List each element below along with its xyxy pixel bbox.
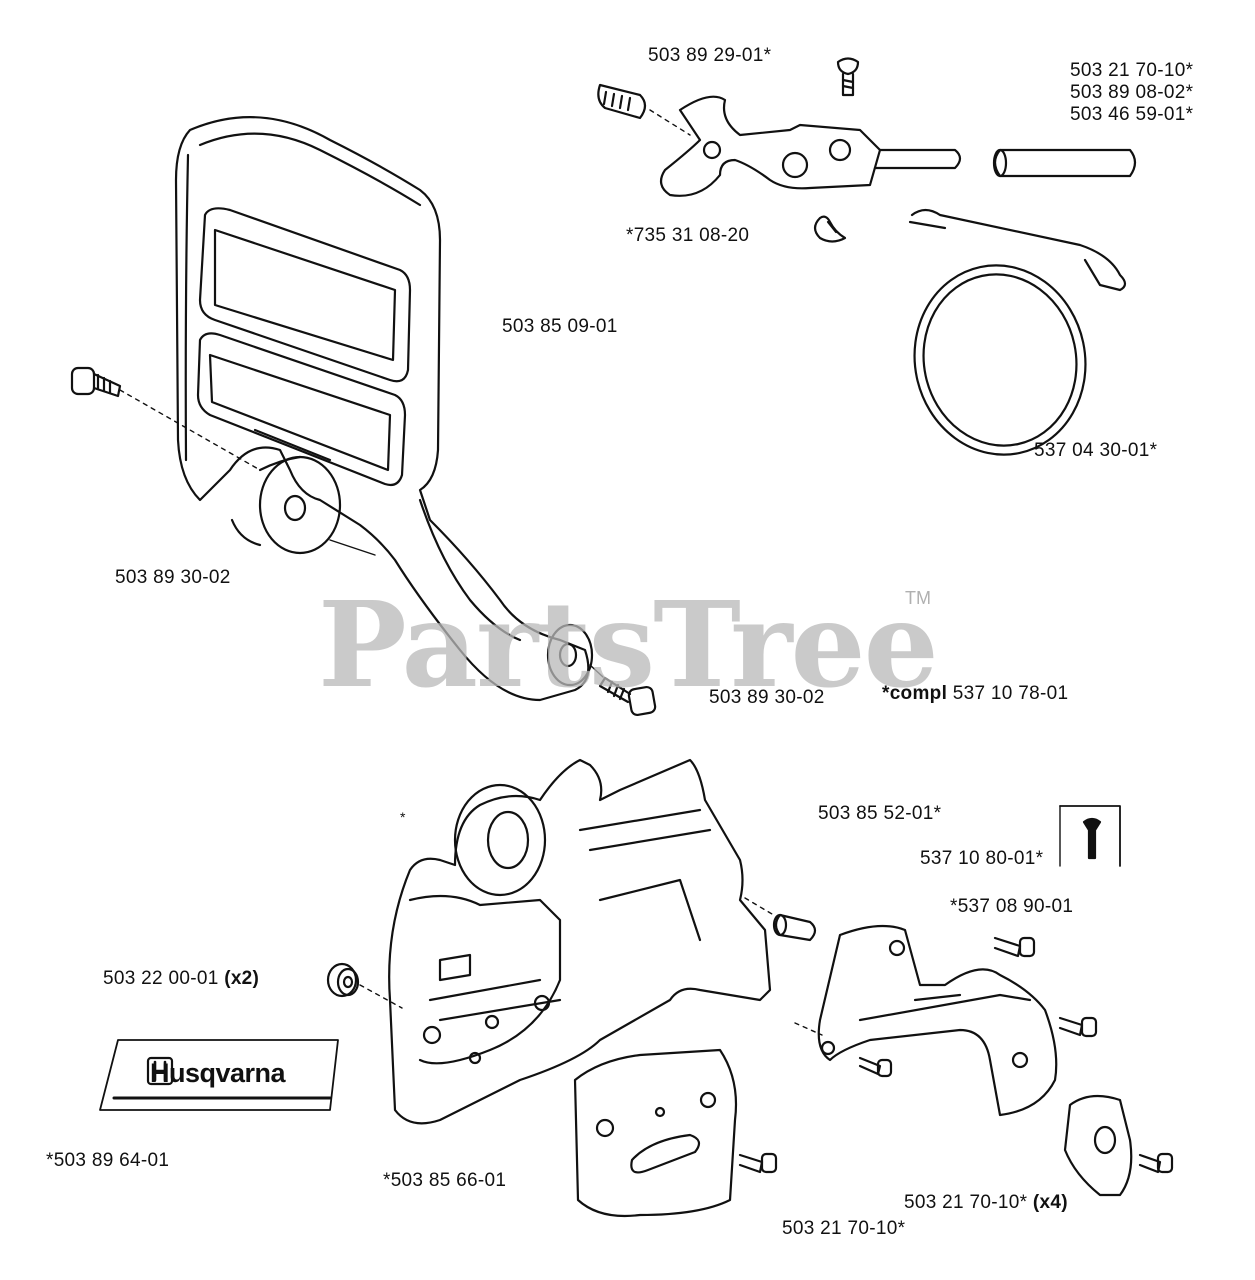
label-screw-x4-number: 503 21 70-10* [904, 1192, 1028, 1213]
label-lever-clip: *735 31 08-20 [626, 225, 750, 246]
label-sleeve-2: 503 89 08-02* [1070, 82, 1194, 103]
brake-band [908, 208, 1127, 456]
label-bolt-left: 503 89 30-02 [115, 567, 231, 588]
label-brake-band: 537 04 30-01* [1034, 440, 1158, 461]
screw-3 [858, 1056, 893, 1078]
guide-plate [573, 1048, 738, 1218]
decal-box [99, 1039, 339, 1111]
label-front-guard: 503 85 09-01 [502, 316, 618, 337]
front-hand-guard [70, 116, 657, 717]
label-stray-asterisk: * [400, 809, 406, 825]
label-screw-x4-qty: (x4) [1032, 1192, 1068, 1213]
label-compl-number: 537 10 78-01 [952, 683, 1069, 704]
screw-2 [1058, 1016, 1098, 1038]
label-washer-qty: (x2) [224, 968, 260, 989]
label-washer: 503 22 00-01 (x2) [103, 968, 259, 990]
clutch-cover [326, 758, 817, 1125]
label-sleeve-3: 503 46 59-01* [1070, 104, 1194, 125]
trademark-mark: TM [905, 588, 931, 608]
label-bolt-right: 503 89 30-02 [709, 687, 825, 708]
partstree-watermark: PartsTree [318, 575, 939, 714]
tool-symbol [1059, 805, 1121, 867]
label-clutch-cover-asm: 503 85 52-01* [818, 803, 942, 824]
label-decal: *503 89 64-01 [46, 1150, 170, 1171]
label-chain-catcher: *537 08 90-01 [950, 896, 1074, 917]
screw-5 [738, 1152, 778, 1174]
label-screw-x4: 503 21 70-10* (x4) [904, 1192, 1068, 1214]
label-spring: 503 89 29-01* [648, 45, 772, 66]
label-compl: *compl 537 10 78-01 [882, 683, 1068, 705]
label-sleeve-1: 503 21 70-10* [1070, 60, 1194, 81]
label-tool: 537 10 80-01* [920, 848, 1044, 869]
screw-1 [993, 936, 1036, 958]
label-compl-word: *compl [882, 683, 948, 704]
screw-4 [1138, 1152, 1174, 1174]
label-washer-number: 503 22 00-01 [103, 968, 219, 989]
label-clutch-cover: *503 85 66-01 [383, 1170, 507, 1191]
husqvarna-logo-text: Husqvarna [150, 1058, 286, 1088]
label-screw-bottom: 503 21 70-10* [782, 1218, 906, 1239]
brake-lever-assembly [597, 57, 1137, 243]
chain-catcher-cover [738, 924, 1174, 1197]
